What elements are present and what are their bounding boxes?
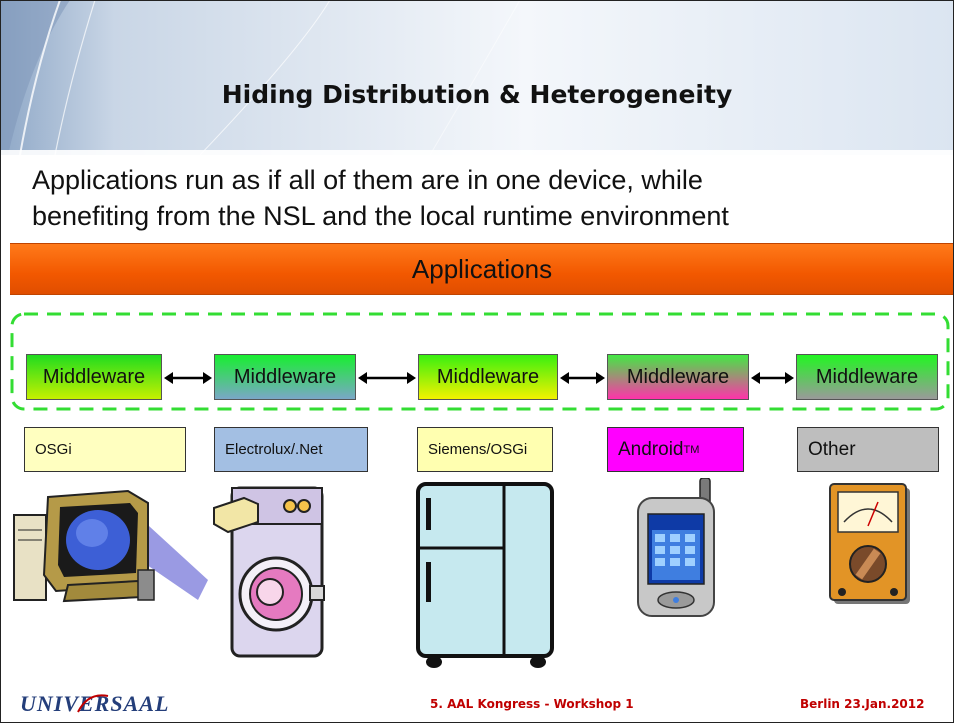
platform-box-other: Other	[797, 427, 939, 472]
universaal-logo: UNIVERSAAL	[20, 691, 169, 716]
footer-date: Berlin 23.Jan.2012	[800, 697, 925, 711]
middleware-label: Middleware	[42, 365, 146, 388]
platform-label: OSGi	[35, 441, 72, 458]
middleware-label: Middleware	[626, 365, 730, 388]
middleware-label: Middleware	[233, 365, 337, 388]
svg-text:UNIVERSAAL: UNIVERSAAL	[20, 691, 169, 716]
middleware-box-2: Middleware	[214, 354, 356, 400]
platform-box-osgi: OSGi	[24, 427, 186, 472]
footer-event: 5. AAL Kongress - Workshop 1	[430, 697, 634, 711]
platform-label: Electrolux/.Net	[225, 441, 323, 458]
double-arrow-icon	[164, 372, 212, 384]
smartphone-icon	[637, 478, 715, 617]
middleware-label: Middleware	[436, 365, 540, 388]
middleware-box-1: Middleware	[26, 354, 162, 400]
platform-label: Android	[618, 438, 684, 460]
refrigerator-icon	[416, 482, 554, 668]
platform-box-electrolux: Electrolux/.Net	[214, 427, 368, 472]
middleware-label: Middleware	[815, 365, 919, 388]
intro-line-1: Applications run as if all of them are i…	[32, 165, 703, 195]
middleware-box-4: Middleware	[607, 354, 749, 400]
applications-label: Applications	[411, 253, 553, 284]
middleware-box-5: Middleware	[796, 354, 938, 400]
double-arrow-icon	[358, 372, 416, 384]
platform-label: Other	[808, 438, 856, 460]
intro-line-2: benefiting from the NSL and the local ru…	[32, 201, 729, 231]
double-arrow-icon	[751, 372, 794, 384]
multimeter-icon	[829, 483, 910, 604]
platform-label: Siemens/OSGi	[428, 441, 528, 458]
slide-title: Hiding Distribution & Heterogeneity	[221, 80, 733, 109]
desktop-computer-icon	[13, 489, 208, 603]
middleware-box-3: Middleware	[418, 354, 558, 400]
header-background	[0, 0, 954, 155]
trademark-sup: TM	[683, 443, 700, 456]
washing-machine-icon	[213, 486, 325, 658]
intro-text: Applications run as if all of them are i…	[32, 162, 932, 234]
applications-bar: Applications	[10, 243, 954, 295]
platform-box-siemens: Siemens/OSGi	[417, 427, 553, 472]
double-arrow-icon	[560, 372, 605, 384]
